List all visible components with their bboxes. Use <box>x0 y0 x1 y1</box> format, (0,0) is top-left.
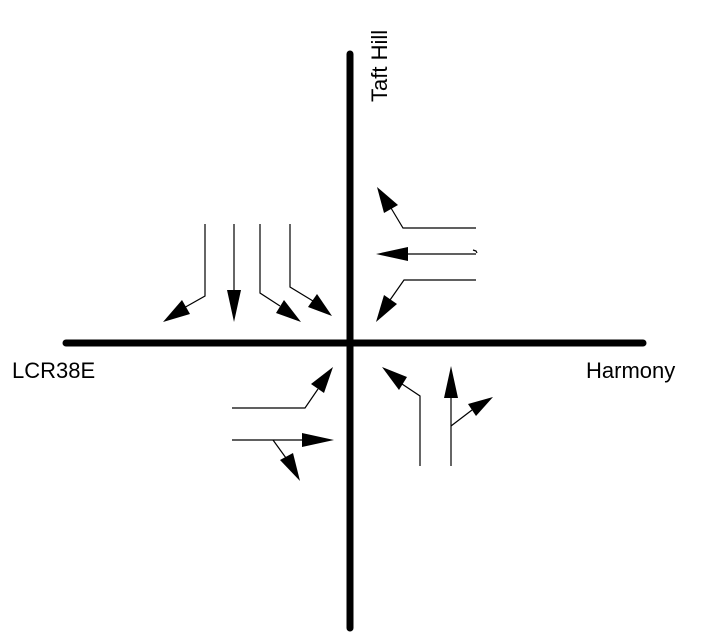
westbound-right-turn-arrow <box>377 187 476 229</box>
eastbound-through-right-arrow <box>232 433 334 481</box>
southbound-left-turn-arrow <box>289 224 332 316</box>
northbound-through-right-arrow <box>444 366 493 466</box>
westbound-lane-arrows <box>376 187 478 322</box>
westbound-left-turn-arrow <box>376 279 476 322</box>
southbound-right-turn-arrow <box>163 224 206 322</box>
eastbound-lane-arrows <box>232 367 334 481</box>
northbound-lane-arrows <box>382 366 493 466</box>
southbound-through-arrow <box>259 224 301 322</box>
southbound-through-arrow <box>227 224 241 322</box>
southbound-lane-arrows <box>163 224 332 322</box>
eastbound-left-turn-arrow <box>232 367 333 409</box>
northbound-left-turn-arrow <box>382 367 421 466</box>
label-lcr38e: LCR38E <box>12 358 95 383</box>
westbound-through-arrow <box>376 247 478 261</box>
label-harmony: Harmony <box>586 358 675 383</box>
label-taft-hill: Taft Hill <box>367 30 392 102</box>
